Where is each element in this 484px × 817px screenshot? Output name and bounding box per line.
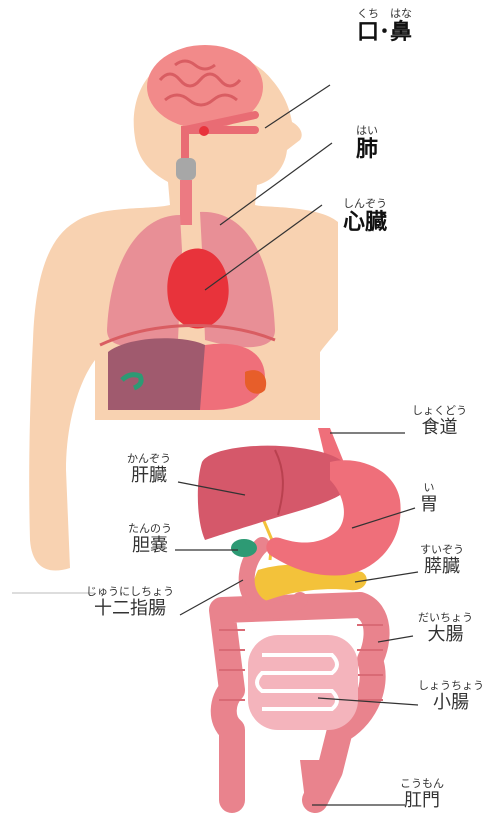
larynx <box>176 158 196 180</box>
label-small-intestine: しょうちょう 小腸 <box>418 680 484 714</box>
label-small-intestine-term: 小腸 <box>418 692 484 714</box>
label-duodenum: じゅうにしちょう 十二指腸 <box>86 586 174 620</box>
label-anus: こうもん 肛門 <box>400 778 444 812</box>
gallbladder <box>231 539 257 557</box>
label-large-intestine-ruby: だいちょう <box>418 612 473 624</box>
label-large-intestine-term: 大腸 <box>418 624 473 646</box>
label-duodenum-term: 十二指腸 <box>86 598 174 620</box>
label-lung: はい 肺 <box>356 125 378 163</box>
label-esophagus: しょくどう 食道 <box>412 405 467 439</box>
label-pancreas: すいぞう 膵臓 <box>420 544 464 578</box>
label-pancreas-ruby: すいぞう <box>420 544 464 556</box>
trachea <box>180 180 192 225</box>
label-stomach-ruby: い <box>420 482 438 494</box>
label-esophagus-ruby: しょくどう <box>412 405 467 417</box>
small-intestine <box>248 635 358 730</box>
airway-junction <box>199 126 209 136</box>
label-stomach-term: 胃 <box>420 494 438 516</box>
label-mouth-nose-term: 口･鼻 <box>357 20 412 46</box>
label-liver-ruby: かんぞう <box>127 453 171 465</box>
label-lung-ruby: はい <box>356 125 378 137</box>
label-lung-term: 肺 <box>356 137 378 163</box>
label-heart-ruby: しんぞう <box>343 198 387 210</box>
label-liver-term: 肝臓 <box>127 465 171 487</box>
label-small-intestine-ruby: しょうちょう <box>418 680 484 692</box>
label-esophagus-term: 食道 <box>412 417 467 439</box>
label-heart: しんぞう 心臓 <box>343 198 387 236</box>
label-mouth-nose-ruby: くち はな <box>357 8 412 20</box>
label-anus-term: 肛門 <box>400 790 444 812</box>
label-large-intestine: だいちょう 大腸 <box>418 612 473 646</box>
label-duodenum-ruby: じゅうにしちょう <box>86 586 174 598</box>
label-gallbladder: たんのう 胆嚢 <box>128 523 172 557</box>
label-liver: かんぞう 肝臓 <box>127 453 171 487</box>
label-gallbladder-ruby: たんのう <box>128 523 172 535</box>
label-stomach: い 胃 <box>420 482 438 516</box>
label-gallbladder-term: 胆嚢 <box>128 535 172 557</box>
label-anus-ruby: こうもん <box>400 778 444 790</box>
label-pancreas-term: 膵臓 <box>420 556 464 578</box>
label-mouth-nose: くち はな 口･鼻 <box>357 8 412 46</box>
upper-liver <box>108 338 205 410</box>
label-heart-term: 心臓 <box>343 210 387 236</box>
